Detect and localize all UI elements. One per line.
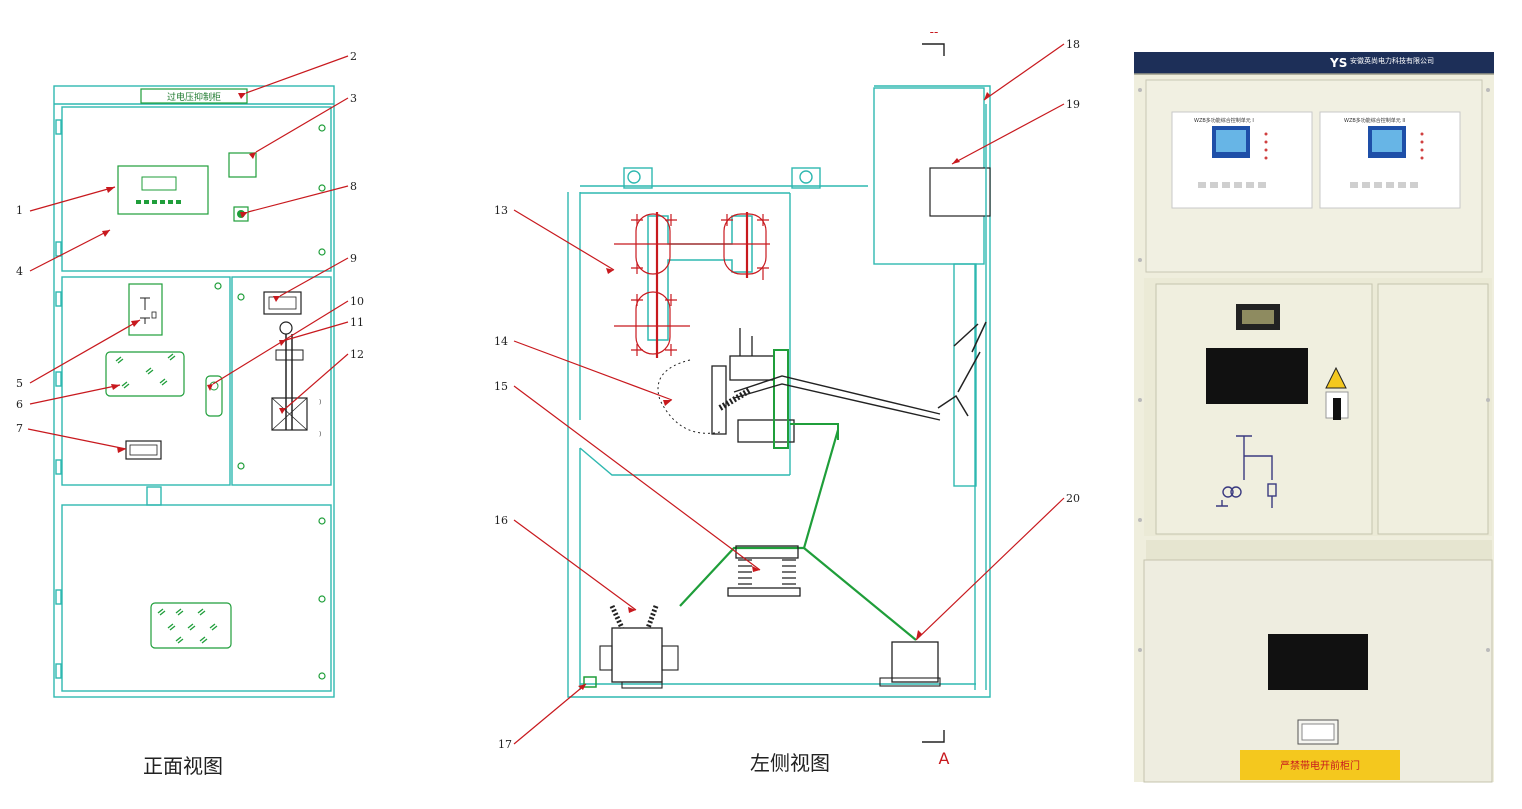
callout-11: 11 bbox=[350, 316, 364, 329]
side-view: -- A 13 14 15 16 17 18 19 20 左侧视图 bbox=[494, 25, 1080, 775]
section-mark-a: A bbox=[939, 749, 950, 768]
photo-viewing-window bbox=[1206, 348, 1308, 404]
callout-14: 14 bbox=[494, 335, 508, 348]
callout-8: 8 bbox=[350, 180, 357, 193]
middle-left-door bbox=[61, 276, 231, 486]
callout-17: 17 bbox=[498, 738, 512, 751]
callout-13: 13 bbox=[494, 204, 508, 217]
viewing-window bbox=[105, 351, 185, 397]
company-name: 安徽英尚电力科技有限公司 bbox=[1350, 56, 1434, 65]
callout-16: 16 bbox=[494, 514, 508, 527]
counter-meter bbox=[125, 440, 162, 460]
callout-1: 1 bbox=[16, 204, 23, 217]
relay-unit bbox=[929, 167, 991, 217]
callout-15: 15 bbox=[494, 380, 508, 393]
unit-label-2: WZB多功能综合控制单元 II bbox=[1344, 117, 1405, 124]
callout-2: 2 bbox=[350, 50, 357, 63]
lower-door bbox=[61, 504, 332, 692]
photo-lower-window bbox=[1268, 634, 1368, 690]
side-cabinet-frame bbox=[567, 85, 991, 698]
svg-text:): ) bbox=[319, 431, 321, 438]
switch-assembly bbox=[711, 321, 987, 449]
callout-10: 10 bbox=[350, 295, 364, 308]
callout-12: 12 bbox=[350, 348, 364, 361]
warning-plate-text: 严禁带电开前柜门 bbox=[1280, 759, 1360, 772]
upper-door bbox=[61, 106, 332, 272]
voltage-transformer bbox=[599, 604, 679, 689]
svg-text:): ) bbox=[319, 399, 321, 406]
side-view-caption: 左侧视图 bbox=[750, 751, 830, 775]
control-unit-1: WZB多功能综合控制单元 I bbox=[1171, 111, 1313, 209]
label-board bbox=[140, 88, 248, 104]
callout-7: 7 bbox=[16, 422, 23, 435]
unit-label-1: WZB多功能综合控制单元 I bbox=[1194, 117, 1254, 124]
callout-9: 9 bbox=[350, 252, 357, 265]
callout-20: 20 bbox=[1066, 492, 1080, 505]
front-view: 过电压抑制柜 bbox=[16, 50, 364, 778]
photo-switch-handle bbox=[1333, 398, 1341, 420]
front-cabinet-frame bbox=[53, 85, 335, 698]
warning-plate bbox=[1240, 750, 1400, 780]
svg-text:--: -- bbox=[930, 25, 939, 39]
label-board-text: 过电压抑制柜 bbox=[167, 91, 221, 103]
middle-right-door bbox=[231, 276, 332, 486]
callout-5: 5 bbox=[16, 377, 23, 390]
busbar-assembly bbox=[614, 212, 770, 358]
photo-mimic-diagram bbox=[1216, 435, 1277, 508]
front-view-caption: 正面视图 bbox=[143, 754, 223, 778]
warning-triangle-icon bbox=[1325, 366, 1347, 389]
indicator-box bbox=[263, 291, 302, 315]
callout-3: 3 bbox=[350, 92, 357, 105]
photo-top-band bbox=[1134, 52, 1494, 74]
support-insulator bbox=[891, 641, 939, 683]
callout-18: 18 bbox=[1066, 38, 1080, 51]
callout-4: 4 bbox=[16, 265, 23, 278]
company-logo: YS bbox=[1329, 56, 1347, 70]
control-unit-2: WZB多功能综合控制单元 II bbox=[1319, 111, 1461, 209]
cabinet-photo: YS 安徽英尚电力科技有限公司 WZB多功能综合控制单元 I WZB多功能综合控… bbox=[1134, 52, 1494, 783]
callout-19: 19 bbox=[1066, 98, 1080, 111]
callout-6: 6 bbox=[16, 398, 23, 411]
